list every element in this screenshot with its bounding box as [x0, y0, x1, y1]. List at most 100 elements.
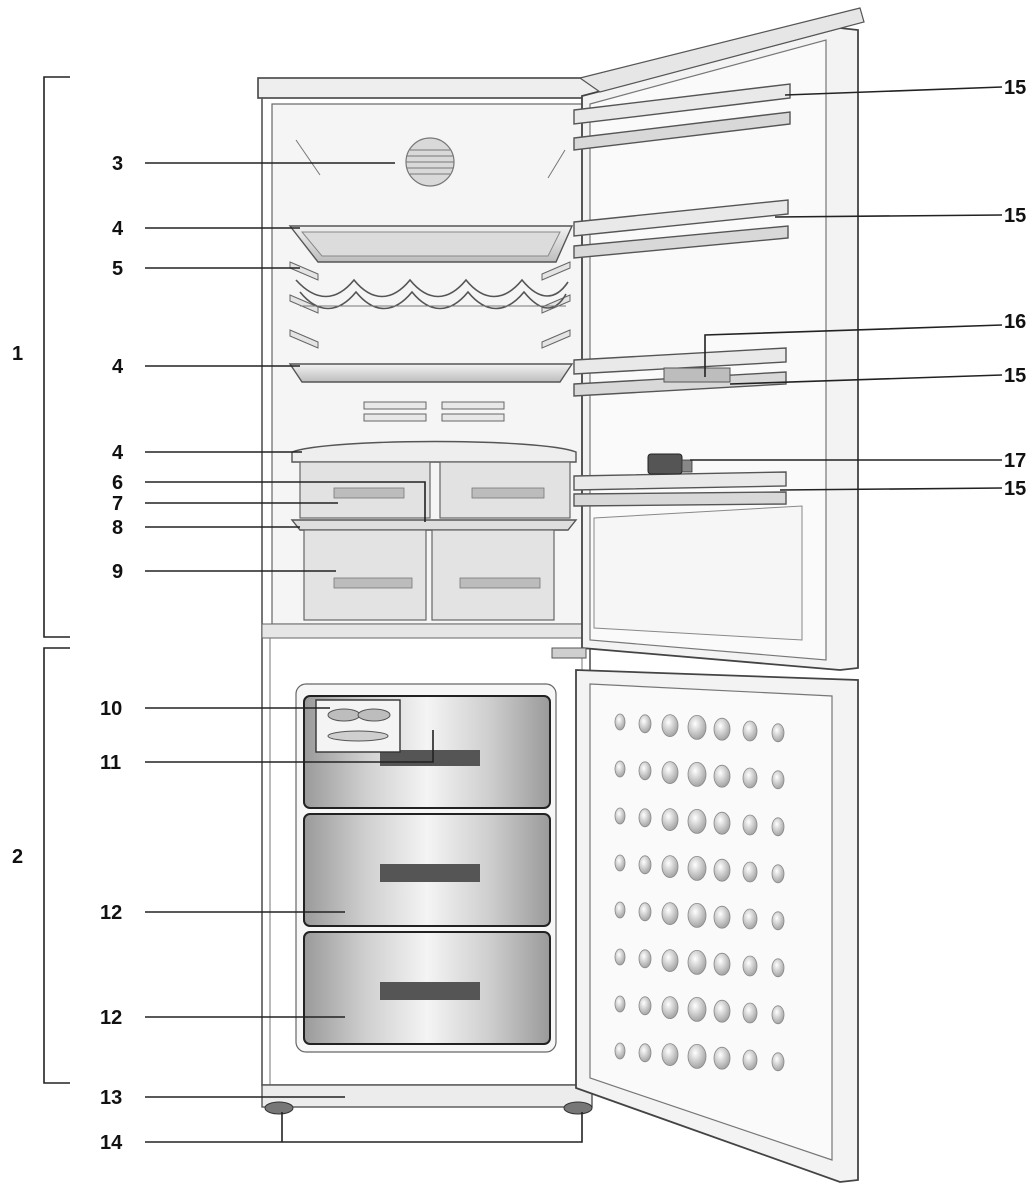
label-15-third: 15 — [1004, 365, 1026, 387]
door-dimple — [687, 950, 707, 975]
air-vents — [363, 401, 505, 422]
fan — [295, 137, 566, 187]
door-balcony-3 — [573, 347, 787, 397]
label-5: 5 — [112, 258, 123, 280]
door-dimple — [661, 902, 679, 925]
door-balcony-1 — [573, 83, 791, 151]
door-dimple — [771, 1005, 785, 1025]
door-dimple — [742, 720, 758, 742]
door-dimple — [742, 1002, 758, 1024]
door-dimple — [771, 911, 785, 931]
door-dimple — [713, 717, 731, 741]
door-dimple — [614, 807, 626, 825]
door-dimple — [771, 1052, 785, 1072]
door-dimple — [687, 903, 707, 928]
door-dimple — [742, 1049, 758, 1071]
door-dimple — [614, 1042, 626, 1060]
door-dimple — [614, 760, 626, 778]
door-dimple — [614, 995, 626, 1013]
bottle-rack — [295, 278, 569, 310]
door-dimple — [614, 948, 626, 966]
label-8: 8 — [112, 517, 123, 539]
ice-tray — [315, 699, 401, 753]
door-dimple — [661, 714, 679, 737]
door-dimple — [713, 905, 731, 929]
door-dimple — [771, 723, 785, 743]
door-dimple — [687, 809, 707, 834]
door-dimple — [638, 808, 652, 828]
door-dimple — [742, 908, 758, 930]
glass-shelf-middle — [288, 363, 574, 383]
label-12-upper: 12 — [100, 902, 122, 924]
door-dimple — [661, 1043, 679, 1066]
door-dimple — [771, 770, 785, 790]
door-dimple — [661, 761, 679, 784]
glass-shelf-top — [288, 225, 574, 263]
door-balcony-4 — [573, 471, 787, 507]
door-dimple — [638, 761, 652, 781]
label-9: 9 — [112, 561, 123, 583]
door-dimple — [687, 856, 707, 881]
door-dimple — [614, 854, 626, 872]
label-16: 16 — [1004, 311, 1026, 333]
bottle-holder — [647, 453, 693, 475]
door-dimple — [713, 764, 731, 788]
door-balcony-2 — [573, 199, 789, 259]
label-11: 11 — [100, 752, 121, 774]
door-dimple — [687, 762, 707, 787]
door-dimple — [638, 1043, 652, 1063]
door-dimple — [742, 955, 758, 977]
label-14: 14 — [100, 1132, 123, 1154]
door-dimple — [661, 808, 679, 831]
label-2: 2 — [12, 846, 23, 868]
adjustable-feet — [264, 1101, 593, 1115]
chiller-compartment — [291, 440, 577, 519]
door-dimples — [614, 713, 785, 1072]
door-dimple — [713, 952, 731, 976]
label-15-second: 15 — [1004, 205, 1026, 227]
door-dimple — [614, 901, 626, 919]
label-3: 3 — [112, 153, 123, 175]
door-dimple — [742, 767, 758, 789]
door-dimple — [661, 855, 679, 878]
freezer-drawer-bottom — [303, 931, 551, 1045]
label-17: 17 — [1004, 450, 1026, 472]
door-dimple — [687, 1044, 707, 1069]
label-1: 1 — [12, 343, 23, 365]
fridge-section-bracket — [43, 76, 70, 638]
door-dimple — [713, 1046, 731, 1070]
door-dimple — [687, 997, 707, 1022]
crisper-compartment — [290, 519, 578, 621]
door-dimple — [638, 902, 652, 922]
door-dimple — [638, 855, 652, 875]
freezer-section-bracket — [43, 647, 70, 1084]
label-6: 6 — [112, 472, 123, 494]
door-dimple — [742, 861, 758, 883]
label-15-first: 15 — [1004, 77, 1026, 99]
label-4-top: 4 — [112, 218, 124, 240]
door-dimple — [638, 949, 652, 969]
freezer-drawer-middle — [303, 813, 551, 927]
door-dimple — [661, 949, 679, 972]
door-dimple — [742, 814, 758, 836]
door-dimple — [614, 713, 626, 731]
label-13: 13 — [100, 1087, 122, 1109]
door-dimple — [687, 715, 707, 740]
door-dimple — [638, 996, 652, 1016]
label-12-lower: 12 — [100, 1007, 122, 1029]
leader-lines — [145, 86, 1003, 1143]
label-4-bottom: 4 — [112, 442, 124, 464]
door-dimple — [771, 864, 785, 884]
door-dimple — [713, 811, 731, 835]
callout-labels: 1 2 3 4 5 4 4 6 7 8 9 10 11 12 12 13 14 … — [12, 77, 1026, 1154]
label-10: 10 — [100, 698, 122, 720]
base-plinth — [261, 1084, 593, 1108]
label-15-fourth: 15 — [1004, 478, 1026, 500]
label-7: 7 — [112, 493, 123, 515]
door-dimple — [638, 714, 652, 734]
door-dimple — [661, 996, 679, 1019]
door-dimple — [713, 999, 731, 1023]
label-4-middle: 4 — [112, 356, 124, 378]
door-dimple — [713, 858, 731, 882]
